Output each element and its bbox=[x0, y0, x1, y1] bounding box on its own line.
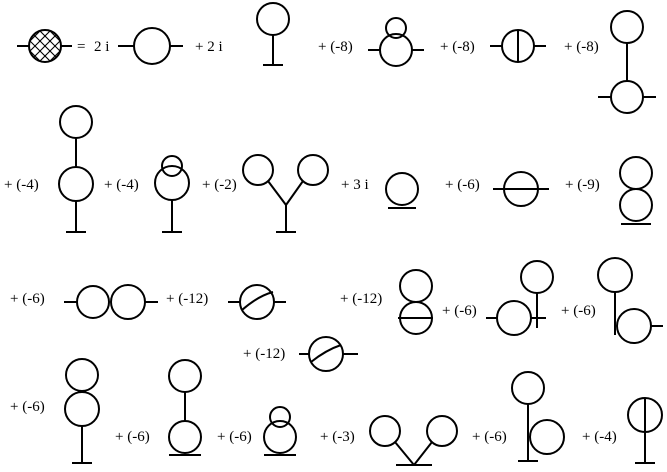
coef-20: + (-6) bbox=[217, 429, 252, 445]
coef-15: + (-6) bbox=[442, 303, 477, 319]
coef-18: + (-6) bbox=[10, 399, 45, 415]
full-propagator-blob bbox=[17, 29, 72, 63]
sunset-tadpole-diagram bbox=[627, 397, 663, 464]
coef-21: + (-3) bbox=[320, 429, 355, 445]
coef-3: + (-8) bbox=[318, 39, 353, 55]
coef-19: + (-6) bbox=[115, 429, 150, 445]
y-shaped-double-tadpole bbox=[242, 154, 329, 233]
stacked-loop-diagram bbox=[398, 269, 433, 335]
coef-7: + (-4) bbox=[104, 177, 139, 193]
coef-2: + 2 i bbox=[195, 39, 223, 55]
coef-10: + (-6) bbox=[445, 177, 480, 193]
coef-4: + (-8) bbox=[440, 39, 475, 55]
vacuum-loop-on-line bbox=[385, 172, 419, 209]
vacuum-bubble-on-line bbox=[263, 406, 297, 456]
equals-sign: = bbox=[77, 39, 85, 55]
coef-22: + (-6) bbox=[472, 429, 507, 445]
tadpole-with-bubble bbox=[154, 155, 190, 233]
double-tadpole-chain bbox=[58, 105, 94, 233]
coef-5: + (-8) bbox=[564, 39, 599, 55]
v-shaped-double-tadpole bbox=[369, 415, 458, 466]
propagator-diagram bbox=[118, 27, 183, 65]
coef-8: + (-2) bbox=[202, 177, 237, 193]
coef-6: + (-4) bbox=[4, 177, 39, 193]
crossed-loop-diagram bbox=[493, 171, 549, 207]
coef-13: + (-12) bbox=[166, 291, 208, 307]
loop-with-curved-internal-line bbox=[228, 284, 286, 320]
blob-hatch bbox=[29, 30, 61, 62]
coef-17: + (-12) bbox=[243, 346, 285, 362]
double-loop-vertical-diagram bbox=[598, 10, 656, 114]
coef-1: 2 i bbox=[94, 39, 109, 55]
figure-eight-vacuum-diagram bbox=[619, 156, 653, 225]
self-energy-loop-with-bubble bbox=[368, 17, 424, 67]
coef-9: + 3 i bbox=[341, 177, 369, 193]
tadpole-diagram bbox=[256, 2, 290, 66]
propagator-with-tadpole bbox=[486, 260, 554, 336]
loop-with-chord-diagram bbox=[299, 336, 358, 372]
coef-12: + (-6) bbox=[10, 291, 45, 307]
tadpole-beside-loop bbox=[511, 371, 565, 462]
stacked-tadpole-diagram bbox=[64, 358, 100, 464]
coef-16: + (-6) bbox=[561, 303, 596, 319]
coef-14: + (-12) bbox=[340, 291, 382, 307]
coef-23: + (-4) bbox=[582, 429, 617, 445]
sunset-diagram bbox=[490, 29, 546, 63]
double-bubble-chain bbox=[64, 284, 158, 320]
coef-11: + (-9) bbox=[565, 177, 600, 193]
tadpole-chain-on-line bbox=[168, 359, 202, 456]
tadpole-on-loop-diagram bbox=[597, 257, 663, 344]
